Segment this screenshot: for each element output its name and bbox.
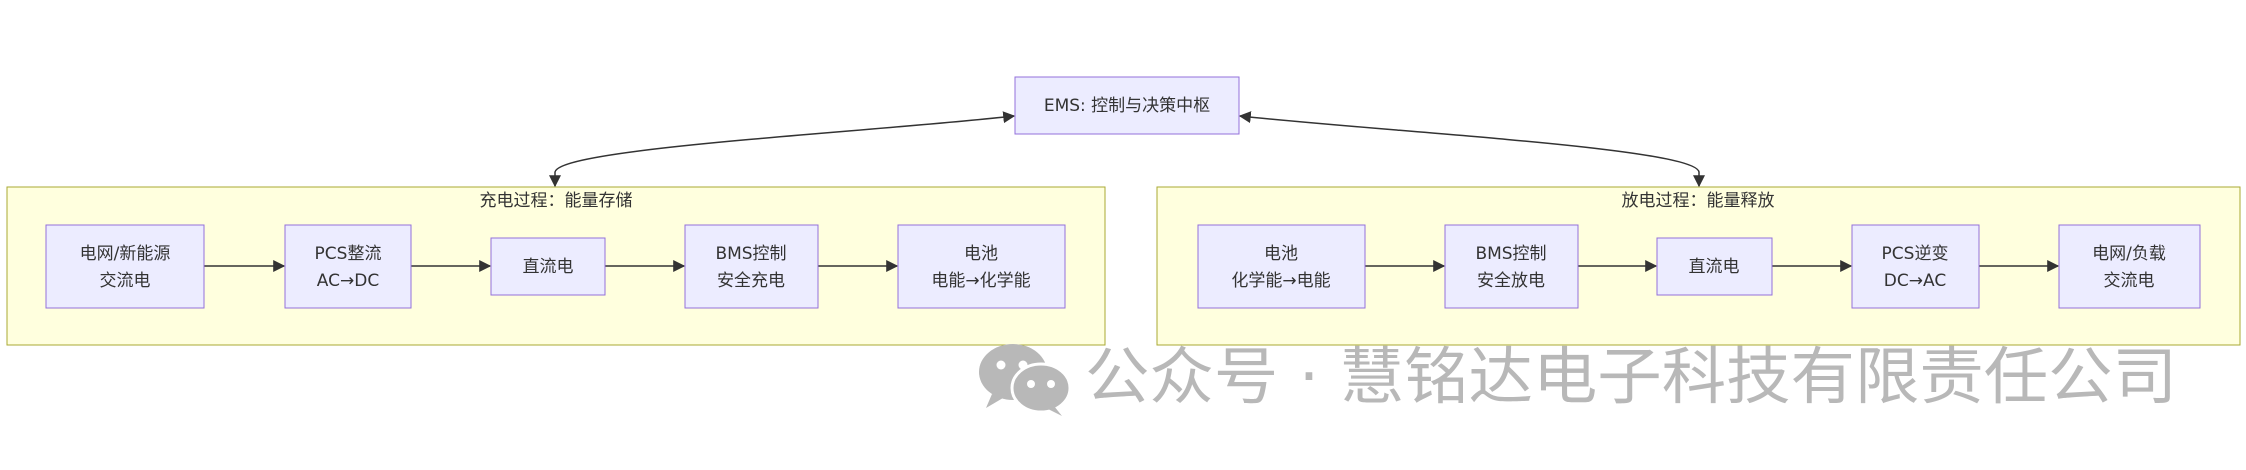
ems-link-charge — [549, 111, 1016, 188]
node-line1: 直流电 — [523, 257, 574, 277]
node-line1: 电网/负载 — [2092, 244, 2166, 264]
charge-cluster-title: 充电过程：能量存储 — [480, 191, 633, 211]
watermark: 公众号 · 慧铭达电子科技有限责任公司 — [979, 340, 2177, 416]
node-line1: 电池 — [964, 244, 998, 264]
wechat-icon — [979, 344, 1072, 416]
node-line2: DC→AC — [1884, 271, 1946, 291]
charge-node-dc[interactable]: 直流电 — [490, 237, 606, 296]
node-line2: 电能→化学能 — [931, 271, 1030, 291]
discharge-node-battery[interactable]: 电池 化学能→电能 — [1197, 224, 1366, 309]
node-line1: PCS整流 — [315, 244, 382, 264]
discharge-node-pcs-inverter[interactable]: PCS逆变 DC→AC — [1851, 224, 1980, 309]
node-line1: 电网/新能源 — [80, 244, 171, 264]
node-line1: 电池 — [1264, 244, 1298, 264]
discharge-node-bms[interactable]: BMS控制 安全放电 — [1444, 224, 1579, 309]
node-line1: PCS逆变 — [1882, 244, 1949, 264]
charge-node-battery[interactable]: 电池 电能→化学能 — [897, 224, 1066, 309]
node-line1: BMS控制 — [1475, 244, 1546, 264]
discharge-node-grid-load[interactable]: 电网/负载 交流电 — [2058, 224, 2201, 309]
charge-node-grid-source[interactable]: 电网/新能源 交流电 — [45, 224, 205, 309]
node-line2: 安全放电 — [1477, 271, 1545, 291]
node-line2: 化学能→电能 — [1231, 271, 1330, 291]
watermark-text: 公众号 · 慧铭达电子科技有限责任公司 — [1085, 340, 2177, 413]
node-line2: 安全充电 — [717, 271, 785, 291]
ems-node-label: EMS: 控制与决策中枢 — [1044, 96, 1210, 116]
node-line2: 交流电 — [100, 271, 151, 291]
node-line2: AC→DC — [317, 271, 379, 291]
charge-node-bms[interactable]: BMS控制 安全充电 — [684, 224, 819, 309]
ems-link-discharge — [1238, 111, 1705, 188]
discharge-node-dc[interactable]: 直流电 — [1656, 237, 1773, 296]
charge-node-pcs-rectifier[interactable]: PCS整流 AC→DC — [284, 224, 412, 309]
node-line2: 交流电 — [2104, 271, 2155, 291]
node-line1: 直流电 — [1689, 257, 1740, 277]
node-line1: BMS控制 — [715, 244, 786, 264]
ems-node[interactable]: EMS: 控制与决策中枢 — [1014, 76, 1240, 135]
discharge-cluster-title: 放电过程：能量释放 — [1622, 191, 1775, 211]
